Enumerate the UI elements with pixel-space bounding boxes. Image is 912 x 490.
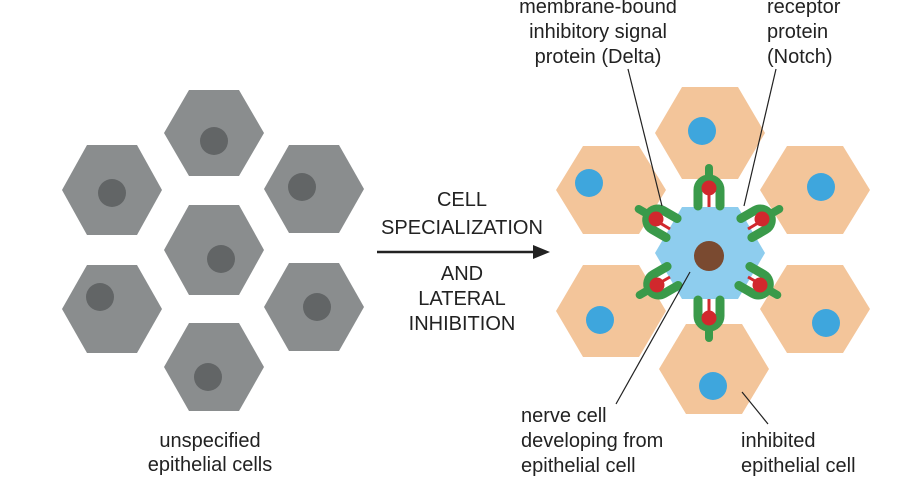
delta-notch-pairs xyxy=(634,164,784,342)
unspecified-nucleus xyxy=(303,293,331,321)
inhibited-nucleus xyxy=(807,173,835,201)
unspecified-nucleus xyxy=(207,245,235,273)
delta-notch-pair xyxy=(634,204,682,243)
notch-stem xyxy=(635,285,654,299)
inhibited-epithelial-cell xyxy=(760,265,870,353)
nerve-cell-label-line3: epithelial cell xyxy=(521,455,636,477)
nerve-cell-nucleus xyxy=(694,241,724,271)
inhibited-nucleus xyxy=(688,117,716,145)
inhibited-cell-body xyxy=(659,324,769,414)
unspecified-nucleus xyxy=(98,179,126,207)
inhibited-nucleus xyxy=(699,372,727,400)
nerve-cell-label-line1: nerve cell xyxy=(521,405,607,427)
delta-notch-pair xyxy=(734,261,782,300)
unspecified-cell xyxy=(164,90,264,176)
unspecified-cell xyxy=(62,265,162,353)
unspecified-cells-group xyxy=(62,90,364,411)
delta-label-line1: membrane-bound xyxy=(519,0,677,18)
delta-notch-pair xyxy=(693,295,725,342)
unspecified-nucleus xyxy=(288,173,316,201)
arrow-label-inhibition: INHIBITION xyxy=(409,313,516,335)
arrow-head xyxy=(533,245,550,259)
notch-stem xyxy=(765,205,784,219)
inhibited-leader-line xyxy=(741,391,769,425)
inhibited-nucleus xyxy=(575,169,603,197)
delta-protein xyxy=(754,211,770,227)
unspecified-nucleus xyxy=(194,363,222,391)
unspecified-cell xyxy=(164,323,264,411)
delta-protein xyxy=(701,180,717,196)
notch-leader-line xyxy=(743,68,777,207)
delta-label-line3: protein (Delta) xyxy=(535,46,662,68)
unspecified-cell xyxy=(62,145,162,235)
notch-label-line2: protein xyxy=(767,21,828,43)
unspecified-cell xyxy=(264,263,364,351)
inhibited-epithelial-cell xyxy=(655,87,765,179)
delta-label-line2: inhibitory signal xyxy=(529,21,667,43)
arrow-label-cell: CELL xyxy=(437,189,487,211)
arrow-label-lateral: LATERAL xyxy=(418,288,505,310)
nerve-leader-line xyxy=(615,271,691,405)
notch-label-line3: (Notch) xyxy=(767,46,833,68)
unspecified-cell-body xyxy=(62,265,162,353)
delta-protein xyxy=(649,277,665,293)
delta-notch-pair xyxy=(736,204,784,243)
delta-notch-pair xyxy=(693,164,725,211)
delta-leader-line xyxy=(627,68,663,207)
arrow-label-and: AND xyxy=(441,263,483,285)
unspecified-cell xyxy=(264,145,364,233)
notch-stem xyxy=(763,285,782,299)
inhibited-cell-body xyxy=(760,265,870,353)
unspecified-cell xyxy=(164,205,264,295)
leader-lines xyxy=(615,68,777,425)
inhibited-cell-body xyxy=(556,265,666,357)
inhibited-nucleus xyxy=(812,309,840,337)
inhibited-epithelial-cell xyxy=(760,146,870,234)
inhibited-cell-label-line2: epithelial cell xyxy=(741,455,856,477)
unspecified-caption-line2: epithelial cells xyxy=(148,454,273,476)
transition-arrow xyxy=(377,245,550,259)
inhibited-epithelial-cell xyxy=(659,324,769,414)
delta-protein xyxy=(701,310,717,326)
inhibited-cells-group xyxy=(556,87,870,414)
nerve-cell-label-line2: developing from xyxy=(521,430,663,452)
delta-notch-pair xyxy=(635,261,683,300)
inhibited-epithelial-cell xyxy=(556,265,666,357)
inhibited-nucleus xyxy=(586,306,614,334)
notch-stem xyxy=(634,205,653,219)
nerve-cell xyxy=(655,207,765,299)
arrow-label-specialization: SPECIALIZATION xyxy=(381,217,543,239)
delta-protein xyxy=(648,211,664,227)
unspecified-nucleus xyxy=(86,283,114,311)
notch-label-line1: receptor xyxy=(767,0,841,18)
inhibited-cell-label-line1: inhibited xyxy=(741,430,816,452)
unspecified-caption-line1: unspecified xyxy=(159,430,260,452)
delta-protein xyxy=(752,277,768,293)
unspecified-nucleus xyxy=(200,127,228,155)
